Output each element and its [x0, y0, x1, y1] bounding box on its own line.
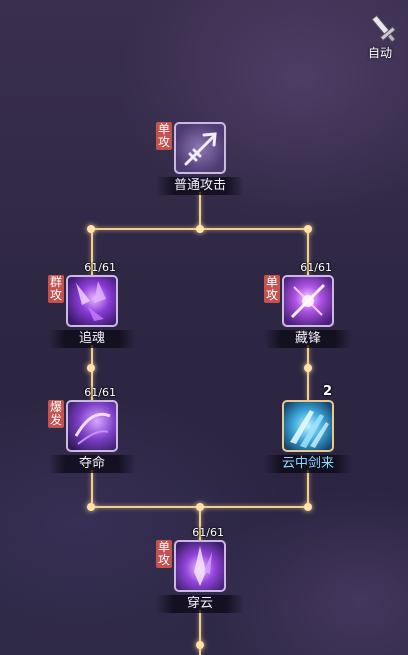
junction-dot — [196, 503, 204, 511]
skill-level-count: 61/61 — [84, 386, 116, 399]
connector-line — [91, 228, 93, 276]
piercing-crystal-icon — [174, 540, 226, 592]
skill-type-badge: 单 攻 — [264, 275, 280, 303]
connector-line — [199, 506, 201, 541]
skill-name: 穿云 — [156, 595, 244, 613]
connector-line — [199, 610, 201, 655]
junction-dot — [87, 364, 95, 372]
skill-level-count: 61/61 — [84, 261, 116, 274]
connector-line — [91, 345, 93, 401]
flying-swords-icon — [282, 400, 334, 452]
auto-label: 自动 — [368, 46, 393, 60]
junction-dot — [87, 503, 95, 511]
connector-line — [307, 345, 309, 401]
connector-line — [91, 470, 93, 508]
skill-level-count: 61/61 — [192, 526, 224, 539]
swirl-slash-icon — [66, 400, 118, 452]
junction-dot — [304, 503, 312, 511]
skill-level-count: 2 — [322, 384, 332, 399]
skill-type-badge: 单 攻 — [156, 540, 172, 568]
skill-type-badge: 爆 发 — [48, 400, 64, 428]
connector-line — [307, 228, 309, 276]
crystal-shards-icon — [66, 275, 118, 327]
skill-name: 藏锋 — [264, 330, 352, 348]
junction-dot — [196, 225, 204, 233]
skill-level-count: 61/61 — [300, 261, 332, 274]
junction-dot — [304, 225, 312, 233]
sword-icon — [371, 14, 396, 43]
skill-name: 夺命 — [48, 455, 136, 473]
connector-line — [307, 470, 309, 508]
blade-burst-icon — [282, 275, 334, 327]
skill-type-badge: 单 攻 — [156, 122, 172, 150]
connector-line — [199, 192, 201, 230]
arrow-skill-icon — [174, 122, 226, 174]
junction-dot — [87, 225, 95, 233]
skill-name: 云中剑来 — [264, 455, 352, 473]
skill-type-badge: 群 攻 — [48, 275, 64, 303]
junction-dot — [196, 641, 204, 649]
skill-name: 普通攻击 — [156, 177, 244, 195]
skill-name: 追魂 — [48, 330, 136, 348]
auto-button[interactable]: 自动 — [366, 12, 406, 62]
junction-dot — [304, 364, 312, 372]
